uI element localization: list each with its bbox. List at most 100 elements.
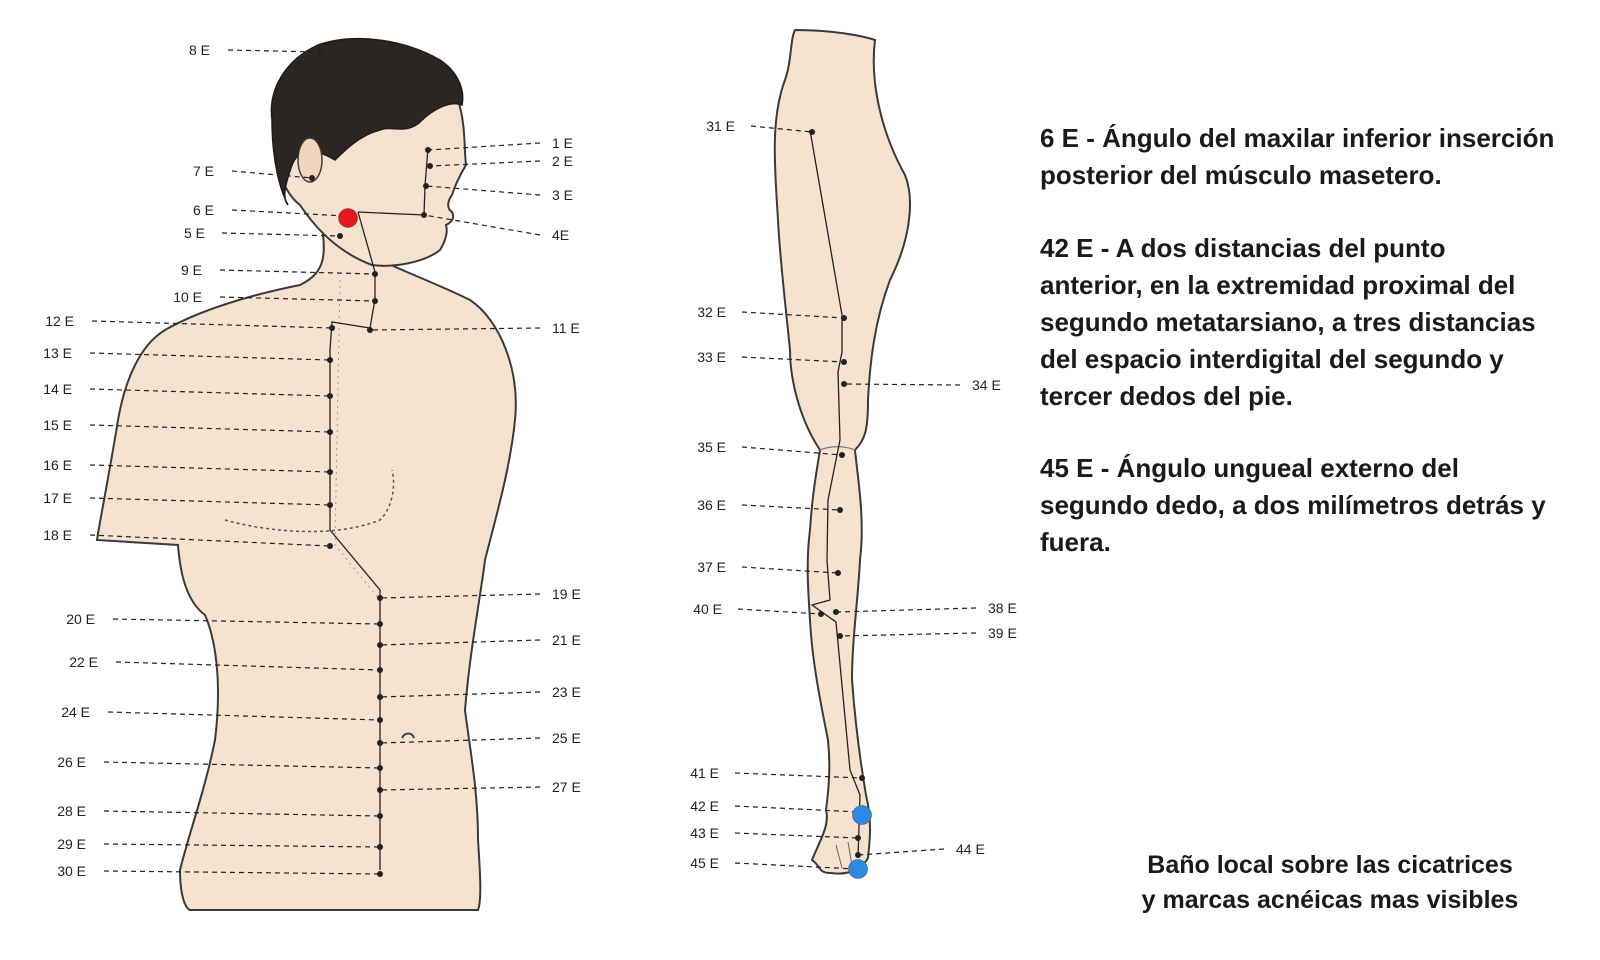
pt-15-marker bbox=[327, 429, 333, 435]
pt-30-leader bbox=[103, 870, 381, 875]
pt-40-marker bbox=[818, 611, 824, 617]
pt-37-leader bbox=[741, 566, 839, 574]
pt-6-label: 6 E bbox=[193, 202, 214, 218]
pt-8-marker bbox=[317, 49, 323, 55]
pt-35-leader bbox=[741, 446, 843, 456]
description-line: segundo dedo, a dos milímetros detrás y bbox=[1040, 490, 1546, 520]
pt-7-label: 7 E bbox=[193, 163, 214, 179]
description-line: 42 E - A dos distancias del punto bbox=[1040, 233, 1446, 263]
pt-29-leader bbox=[103, 843, 381, 848]
pt-36-label: 36 E bbox=[697, 497, 726, 513]
pt-15-leader bbox=[89, 424, 331, 433]
pt-29-label: 29 E bbox=[57, 836, 86, 852]
pt-38-label: 38 E bbox=[988, 600, 1017, 616]
pt-12-label: 12 E bbox=[45, 313, 74, 329]
pt-32-leader bbox=[741, 311, 845, 319]
pt-3-label: 3 E bbox=[552, 187, 573, 203]
description-line: 45 E - Ángulo ungueal externo del bbox=[1040, 453, 1459, 483]
pt-9-label: 9 E bbox=[181, 262, 202, 278]
pt-1-leader bbox=[427, 142, 541, 151]
pt-43-marker bbox=[855, 835, 861, 841]
pt-1-label: 1 E bbox=[552, 135, 573, 151]
pt-26-label: 26 E bbox=[57, 754, 86, 770]
pt-40-leader bbox=[737, 608, 822, 615]
highlight-45e bbox=[848, 859, 868, 879]
pt-16-leader bbox=[89, 464, 331, 473]
pt-20-marker bbox=[377, 621, 383, 627]
pt-25-label: 25 E bbox=[552, 730, 581, 746]
leg-body bbox=[773, 28, 911, 875]
pt-4-marker bbox=[421, 212, 427, 218]
pt-27-marker bbox=[377, 787, 383, 793]
pt-3-leader bbox=[425, 185, 541, 196]
pt-13-marker bbox=[327, 357, 333, 363]
pt-14-label: 14 E bbox=[43, 381, 72, 397]
pt-35-marker bbox=[839, 452, 845, 458]
pt-44-leader bbox=[857, 848, 945, 856]
pt-21-label: 21 E bbox=[552, 632, 581, 648]
highlighted-points bbox=[338, 208, 872, 879]
pt-28-marker bbox=[377, 813, 383, 819]
pt-43-label: 43 E bbox=[690, 825, 719, 841]
navel bbox=[401, 732, 415, 739]
leg-figure bbox=[773, 28, 911, 875]
pt-17-label: 17 E bbox=[43, 490, 72, 506]
pt-21-marker bbox=[377, 642, 383, 648]
pt-25-marker bbox=[377, 740, 383, 746]
pt-39-label: 39 E bbox=[988, 625, 1017, 641]
pt-10-marker bbox=[372, 298, 378, 304]
pt-40-label: 40 E bbox=[693, 601, 722, 617]
pt-35-label: 35 E bbox=[697, 439, 726, 455]
pt-3-marker bbox=[423, 183, 429, 189]
pt-42-leader bbox=[734, 805, 861, 813]
pt-4-label: 4E bbox=[552, 227, 569, 243]
pt-17-leader bbox=[89, 497, 331, 506]
pt-26-marker bbox=[377, 765, 383, 771]
description-line: 6 E - Ángulo del maxilar inferior inserc… bbox=[1040, 123, 1555, 153]
pt-5-label: 5 E bbox=[184, 225, 205, 241]
pt-24-marker bbox=[377, 717, 383, 723]
pt-9-marker bbox=[372, 271, 378, 277]
pt-36-leader bbox=[741, 504, 841, 511]
pt-8-leader bbox=[227, 49, 321, 53]
pt-5-marker bbox=[337, 233, 343, 239]
face-meridian bbox=[357, 147, 429, 216]
pt-19-label: 19 E bbox=[552, 586, 581, 602]
pt-39-leader bbox=[839, 632, 977, 637]
pt-7-leader bbox=[231, 170, 313, 179]
pt-14-leader bbox=[89, 388, 331, 397]
pt-42-label: 42 E bbox=[690, 798, 719, 814]
description-line: fuera. bbox=[1040, 527, 1111, 557]
torso-meridian bbox=[329, 211, 381, 870]
pt-37-label: 37 E bbox=[697, 559, 726, 575]
pt-31-label: 31 E bbox=[706, 118, 735, 134]
pt-28-leader bbox=[103, 810, 381, 817]
pt-2-marker bbox=[427, 163, 433, 169]
hair bbox=[270, 37, 464, 206]
pt-22-leader bbox=[115, 661, 381, 671]
pt-31-marker bbox=[809, 129, 815, 135]
pt-16-marker bbox=[327, 469, 333, 475]
pt-41-leader bbox=[734, 772, 863, 779]
pt-34-label: 34 E bbox=[972, 377, 1001, 393]
pt-12-leader bbox=[91, 320, 333, 329]
pt-34-leader bbox=[843, 383, 961, 386]
highlight-42e bbox=[852, 805, 872, 825]
pt-36-marker bbox=[837, 507, 843, 513]
pt-10-leader bbox=[219, 296, 376, 302]
pt-7-marker bbox=[309, 175, 315, 181]
note-line: y marcas acnéicas mas visibles bbox=[1141, 886, 1519, 914]
pt-5-leader bbox=[221, 232, 341, 237]
pt-11-label: 11 E bbox=[552, 320, 580, 336]
pt-32-label: 32 E bbox=[697, 304, 726, 320]
pt-6-leader bbox=[231, 209, 347, 217]
pt-32-marker bbox=[841, 315, 847, 321]
pt-44-label: 44 E bbox=[956, 841, 985, 857]
pt-18-marker bbox=[327, 543, 333, 549]
pt-18-leader bbox=[89, 534, 331, 547]
pt-9-leader bbox=[219, 269, 376, 275]
pt-4-leader bbox=[423, 214, 541, 236]
torso-body bbox=[95, 209, 517, 911]
